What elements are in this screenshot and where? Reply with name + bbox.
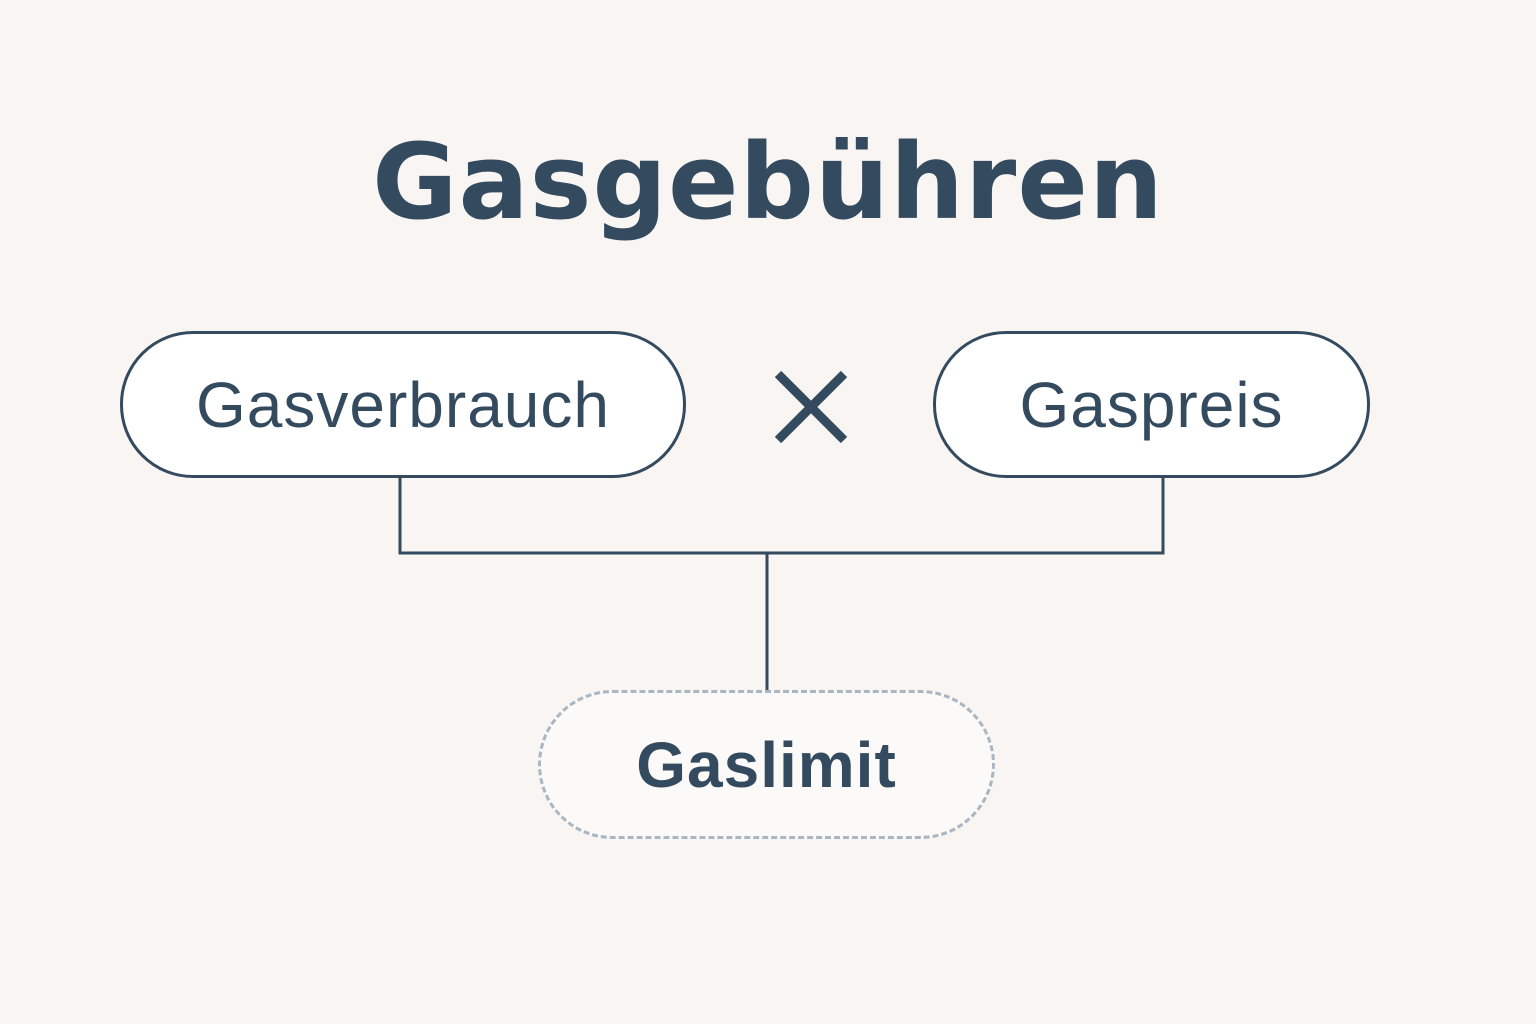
multiply-icon [774, 370, 848, 444]
node-gaspreis-label: Gaspreis [1019, 368, 1284, 441]
node-gaslimit-label: Gaslimit [636, 728, 897, 801]
node-gasverbrauch: Gasverbrauch [120, 331, 686, 478]
node-gaslimit: Gaslimit [538, 690, 995, 839]
node-gaspreis: Gaspreis [933, 331, 1370, 478]
bracket-connector [398, 478, 1165, 555]
node-gasverbrauch-label: Gasverbrauch [196, 368, 610, 441]
diagram-title: Gasgebühren [372, 121, 1164, 243]
